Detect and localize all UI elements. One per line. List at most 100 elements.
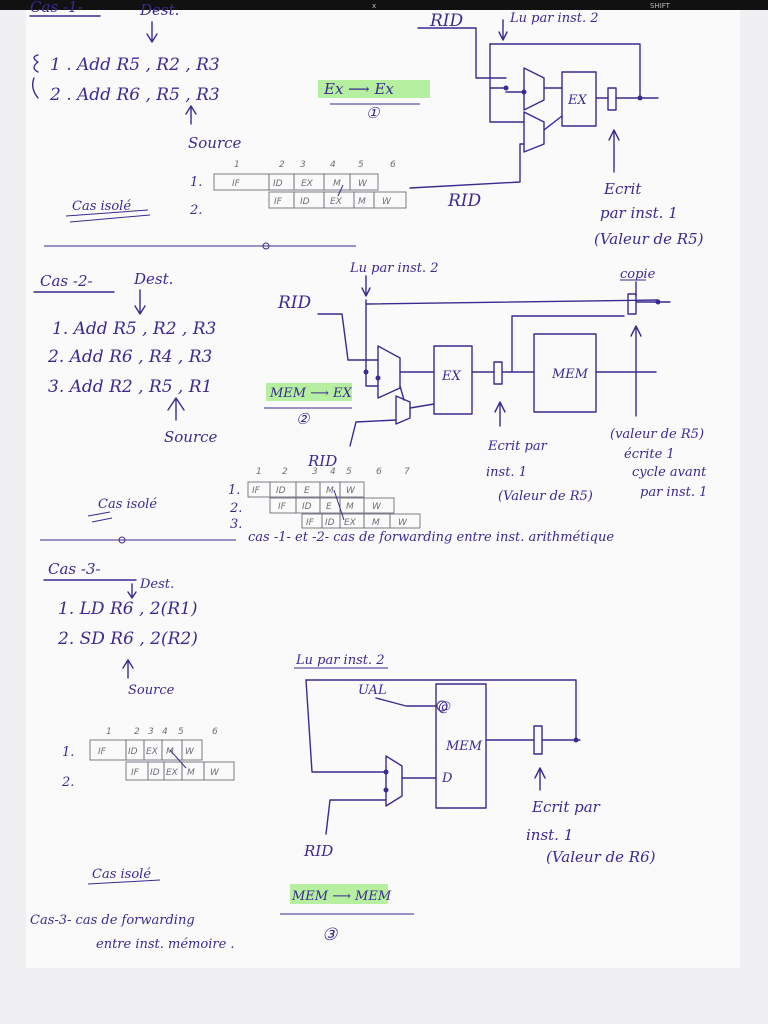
case1-dest-arrow — [146, 21, 158, 43]
junction-dot — [637, 95, 643, 101]
case1-source-label: Source — [188, 134, 242, 152]
cell-label: ID — [300, 197, 310, 207]
ex-unit — [561, 71, 597, 127]
case1-ecrit-line3: (Valeur de R5) — [594, 230, 704, 248]
case1-ecrit-line1: Ecrit — [603, 180, 642, 198]
cell-label: EX — [330, 197, 343, 207]
case2-summary: cas -1- et -2- cas de forwarding entre i… — [248, 530, 614, 545]
cell — [389, 513, 421, 529]
case2-valeur-line2: écrite 1 — [624, 447, 675, 462]
case2-dest-label: Dest. — [133, 270, 173, 288]
stage-num: 4 — [162, 727, 168, 737]
case3-mem-label: MEM — [445, 739, 483, 754]
mem-unit — [533, 333, 597, 413]
mem-unit — [435, 683, 487, 809]
case2-instr-2: 2. Add R6 , R4 , R3 — [47, 347, 212, 367]
ecrit-arrow — [494, 401, 506, 427]
case2-source-label: Source — [164, 428, 218, 446]
stage-num: 3 — [148, 727, 154, 737]
copie-register — [627, 293, 637, 315]
stage-num: 2 — [282, 467, 288, 477]
divider-dot — [118, 536, 126, 544]
stage-num: 1 — [106, 727, 112, 737]
cell-label: ID — [302, 502, 312, 512]
case3-section: Cas -3- Dest. 1. LD R6 , 2(R1) 2. SD R6 … — [30, 560, 656, 952]
stage-num: 7 — [404, 467, 410, 477]
case1-section: Cas -1- Dest. 1 . Add R5 , R2 , R3 2 . A… — [29, 0, 704, 248]
case2-rid-bottom-label: RID — [307, 452, 337, 470]
junction-dot — [503, 85, 509, 91]
stage-num: 6 — [376, 467, 382, 477]
case2-ecrit-line2: inst. 1 — [486, 465, 527, 480]
junction-dot — [521, 89, 527, 95]
cell — [349, 173, 379, 191]
case3-summary-line2: entre inst. mémoire . — [96, 937, 235, 952]
case2-ex-label: EX — [441, 369, 461, 384]
cell-label: IF — [131, 768, 140, 778]
stage-num: 4 — [330, 160, 336, 170]
case2-source-arrow — [167, 397, 185, 421]
forward-arrow-mark — [169, 749, 187, 769]
case1-instr-2: 2 . Add R6 , R5 , R3 — [49, 85, 220, 105]
case2-valeur-line1: (valeur de R5) — [610, 427, 704, 442]
cell-label: EX — [166, 768, 179, 778]
junction-dot — [573, 737, 579, 743]
case1-isole-label: Cas isolé — [72, 199, 131, 214]
cell-label: EX — [146, 747, 159, 757]
cell-label: M — [166, 747, 174, 757]
case2-copie-label: copie — [620, 267, 656, 282]
row-label: 1. — [190, 175, 202, 190]
case3-port-d: D — [441, 771, 453, 786]
case2-dest-arrow — [134, 289, 146, 315]
cell-label: ID — [273, 179, 283, 189]
cell-label: ID — [128, 747, 138, 757]
wire — [399, 385, 405, 401]
row-label: 2. — [189, 203, 202, 218]
pipeline-register — [607, 87, 617, 111]
cell-label: IF — [252, 486, 261, 496]
wire — [543, 115, 563, 131]
case3-instr-1: 1. LD R6 , 2(R1) — [58, 599, 197, 619]
case3-rid-label: RID — [303, 842, 333, 860]
case2-isole-marks — [87, 511, 113, 523]
cell-label: IF — [306, 518, 315, 528]
row-label: 1. — [228, 483, 240, 498]
case3-port-a: @ — [438, 700, 451, 715]
row-label: 1. — [62, 745, 74, 760]
stage-num: 2 — [279, 160, 285, 170]
cell-label: EX — [344, 518, 357, 528]
cell-label: W — [210, 768, 220, 778]
cell-label: IF — [232, 179, 241, 189]
valeur-arrow — [630, 325, 642, 417]
cell-label: EX — [301, 179, 314, 189]
cell — [363, 497, 395, 514]
wire — [317, 313, 379, 361]
case1-brace — [31, 54, 39, 99]
case3-source-label: Source — [128, 683, 175, 698]
case3-source-arrow — [122, 659, 134, 679]
stage-num: 6 — [390, 160, 396, 170]
cell-label: E — [304, 486, 310, 496]
feedback-wire — [365, 299, 659, 305]
case2-datapath-diagram: Lu par inst. 2 RID EX MEM copie — [277, 261, 707, 504]
case3-instr-2: 2. SD R6 , 2(R2) — [57, 629, 198, 649]
keyboard-key-shift: SHIFT — [650, 2, 671, 10]
cell-label: W — [398, 518, 408, 528]
case1-isole-underline — [65, 209, 151, 223]
wire — [325, 799, 387, 835]
ecrit-arrow — [534, 767, 546, 791]
mux-bottom — [523, 111, 545, 153]
cell — [373, 191, 407, 209]
cell — [339, 481, 365, 498]
wire — [305, 679, 387, 773]
divider-dot — [262, 242, 270, 250]
wire — [417, 27, 507, 79]
stage-num: 1 — [234, 160, 240, 170]
case1-mode-number: ① — [366, 104, 381, 122]
row-label: 3. — [230, 517, 242, 532]
forward-arrow-mark — [333, 489, 345, 521]
case1-mode-highlight — [318, 80, 430, 98]
stage-num: 5 — [346, 467, 352, 477]
stage-num: 3 — [300, 160, 306, 170]
cell-label: M — [358, 197, 366, 207]
